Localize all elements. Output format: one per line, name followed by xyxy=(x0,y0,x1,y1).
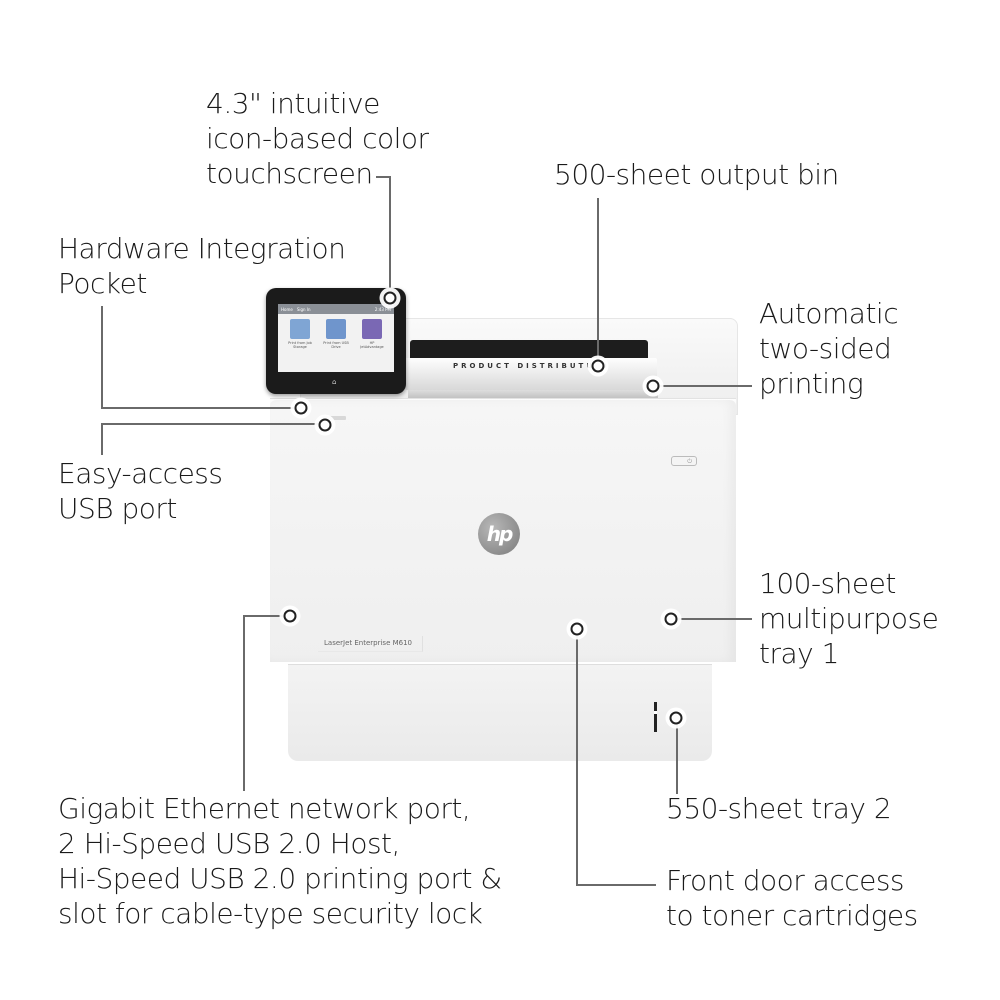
dot-hip xyxy=(294,401,308,415)
tile-job-storage[interactable]: Print from Job Storage xyxy=(287,319,313,349)
sign-in-tab[interactable]: Sign In xyxy=(296,306,311,312)
control-panel[interactable]: Home Sign In 2:43 PM Print from Job Stor… xyxy=(266,288,406,394)
leader-ports-v xyxy=(243,615,245,791)
paper-level-indicator xyxy=(654,702,657,732)
leader-output-bin xyxy=(597,198,599,366)
dot-duplex xyxy=(646,379,660,393)
dot-front-door xyxy=(570,622,584,636)
home-icon[interactable]: ⌂ xyxy=(332,378,337,386)
dot-touchscreen xyxy=(383,291,397,305)
leader-hip-v xyxy=(101,306,103,408)
power-button[interactable]: ⏻ xyxy=(671,456,697,466)
paper-sheet xyxy=(408,390,658,400)
leader-duplex xyxy=(654,385,752,387)
touchscreen[interactable]: Home Sign In 2:43 PM Print from Job Stor… xyxy=(278,304,394,372)
tray-2[interactable] xyxy=(288,664,712,761)
callout-ports: Gigabit Ethernet network port,2 Hi-Speed… xyxy=(58,792,502,930)
leader-usb-h xyxy=(101,423,325,425)
leader-front-door-h xyxy=(576,884,656,886)
leader-tray2 xyxy=(676,718,678,794)
tile-jetadvantage[interactable]: HP JetAdvantage xyxy=(359,319,385,349)
leader-ports-h xyxy=(243,615,289,617)
cloud-icon xyxy=(362,319,382,339)
model-label: LaserJet Enterprise M610 xyxy=(318,636,423,652)
leader-tray1 xyxy=(672,618,752,620)
screen-header: Home Sign In 2:43 PM xyxy=(278,304,394,314)
callout-output-bin: 500-sheet output bin xyxy=(554,158,839,191)
dot-tray1 xyxy=(664,612,678,626)
leader-front-door-v xyxy=(576,629,578,885)
dot-ports xyxy=(283,609,297,623)
leader-touchscreen-v xyxy=(389,176,391,296)
leader-hip-h xyxy=(101,407,301,409)
home-tab[interactable]: Home xyxy=(281,306,293,312)
dot-usb xyxy=(318,418,332,432)
leader-usb-v xyxy=(101,423,103,455)
dot-output-bin xyxy=(591,359,605,373)
tile-usb-drive[interactable]: Print from USB Drive xyxy=(323,319,349,349)
dot-tray2 xyxy=(669,711,683,725)
hp-logo: hp xyxy=(478,513,520,555)
usb-drive-icon xyxy=(326,319,346,339)
job-storage-icon xyxy=(290,319,310,339)
output-paper: PRODUCT DISTRIBUTUIO xyxy=(405,358,657,390)
callout-tray2: 550-sheet tray 2 xyxy=(666,792,892,825)
clock: 2:43 PM xyxy=(374,306,391,312)
leader-touchscreen-h xyxy=(376,176,390,178)
usb-port[interactable] xyxy=(322,416,346,420)
